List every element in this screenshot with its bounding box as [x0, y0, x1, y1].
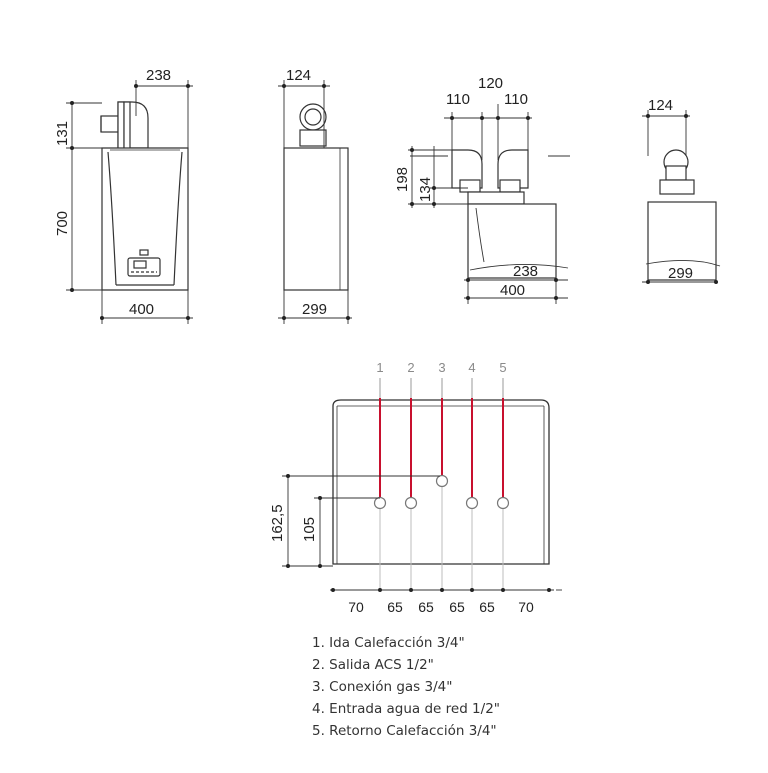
legend-item-1: 1. Ida Calefacción 3/4": [312, 635, 465, 651]
connections-view: 1 2 3 4 5: [282, 360, 562, 592]
legend-item-5: 5. Retorno Calefacción 3/4": [312, 723, 497, 739]
tick-1: [378, 588, 382, 592]
twin-width: 400: [500, 282, 525, 299]
bottom-ticks: [331, 588, 551, 592]
front-flue-height: 131: [54, 121, 71, 146]
connection-number-2: 2: [407, 360, 414, 375]
conn-height-inner: 105: [301, 517, 318, 542]
twin-right-spacing: 110: [504, 91, 528, 108]
side-depth: 299: [302, 301, 327, 318]
connection-number-1: 1: [376, 360, 383, 375]
connection-number-3: 3: [438, 360, 445, 375]
spacing-3: 65: [449, 599, 465, 615]
spacing-0: 70: [348, 599, 364, 615]
tick-0: [331, 588, 335, 592]
pipe-connector-3: [435, 474, 449, 488]
conn-height-outer: 162,5: [269, 504, 286, 542]
twin-height-a: 198: [394, 167, 411, 192]
twin-flue-view: [408, 104, 570, 304]
twin-offset: 238: [513, 263, 538, 280]
legend-item-2: 2. Salida ACS 1/2": [312, 657, 434, 673]
spacing-5: 70: [518, 599, 534, 615]
side-twin-depth: 299: [668, 265, 693, 282]
legend-item-3: 3. Conexión gas 3/4": [312, 679, 453, 695]
front-flue-offset: 238: [146, 67, 171, 84]
tick-6: [547, 588, 551, 592]
legend-item-4: 4. Entrada agua de red 1/2": [312, 701, 500, 717]
front-height: 700: [54, 211, 71, 236]
twin-height-b: 134: [417, 177, 434, 202]
tick-4: [470, 588, 474, 592]
connection-number-4: 4: [468, 360, 475, 375]
connection-number-5: 5: [499, 360, 506, 375]
connections-legend: 1. Ida Calefacción 3/4" 2. Salida ACS 1/…: [312, 632, 500, 742]
side-view: [278, 80, 352, 324]
front-flue: [100, 101, 149, 151]
side-boiler-body: [283, 147, 349, 291]
connection-pipes: 1 2 3 4 5: [373, 360, 510, 590]
twin-left-spacing: 110: [446, 91, 470, 108]
side-flue-offset: 124: [286, 67, 311, 84]
side-twin-boiler-body: [647, 201, 717, 281]
pipe-connector-5: [496, 496, 510, 510]
tick-5: [501, 588, 505, 592]
spacing-2: 65: [418, 599, 434, 615]
side-twin-view: [642, 110, 721, 284]
side-twin-flue-offset: 124: [648, 97, 673, 114]
tick-3: [440, 588, 444, 592]
spacing-1: 65: [387, 599, 403, 615]
twin-total-spacing: 120: [478, 75, 503, 92]
tick-2: [409, 588, 413, 592]
bottom-spacings: 70 65 65 65 65 70: [348, 599, 534, 615]
twin-boiler-body: [467, 203, 557, 279]
pipe-connector-1: [373, 496, 387, 510]
front-view: [66, 80, 193, 324]
spacing-4: 65: [479, 599, 495, 615]
pipe-connector-2: [404, 496, 418, 510]
front-width: 400: [129, 301, 154, 318]
pipe-connector-4: [465, 496, 479, 510]
